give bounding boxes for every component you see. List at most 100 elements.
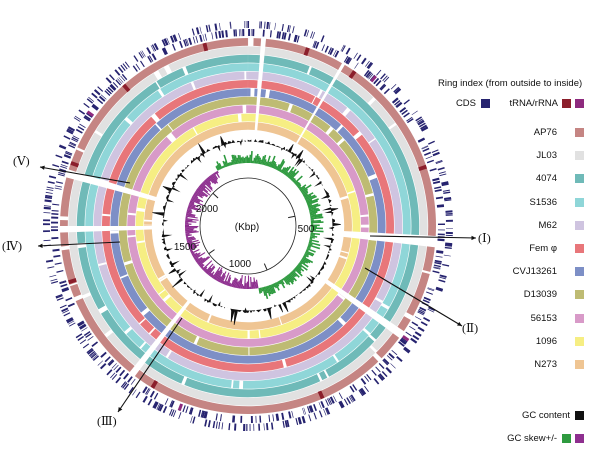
cds-tick bbox=[67, 302, 75, 308]
cds-tick bbox=[284, 420, 288, 428]
gc-skew-positive bbox=[296, 265, 305, 272]
gc-skew-negative bbox=[188, 244, 200, 250]
cds-tick bbox=[67, 320, 75, 325]
cds-tick bbox=[338, 401, 343, 409]
gc-skew-positive bbox=[307, 200, 319, 206]
rrna-mark bbox=[370, 75, 377, 83]
gc-skew-positive bbox=[289, 172, 296, 180]
cds-tick bbox=[371, 369, 377, 376]
cds-tick bbox=[83, 116, 91, 122]
gc-skew-negative bbox=[187, 239, 199, 245]
gc-skew-negative bbox=[202, 181, 206, 186]
gc-skew-positive bbox=[261, 155, 265, 165]
cds-tick bbox=[156, 403, 161, 410]
ring-dropout bbox=[123, 326, 133, 335]
gc-skew-positive bbox=[310, 227, 323, 230]
legend-gc-skew-label: GC skew+/- bbox=[507, 433, 557, 444]
cds-tick bbox=[152, 401, 157, 408]
cds-tick bbox=[443, 191, 451, 195]
cds-tick bbox=[61, 160, 69, 165]
gc-skew-negative bbox=[251, 282, 254, 289]
ring-dropout bbox=[338, 254, 348, 260]
cds-tick bbox=[405, 331, 412, 337]
ring-dropout bbox=[335, 124, 344, 133]
cds-tick bbox=[309, 405, 314, 413]
cds-tick bbox=[398, 341, 405, 347]
gc-skew-positive bbox=[277, 158, 285, 171]
gc-skew-negative bbox=[186, 209, 193, 212]
cds-tick bbox=[208, 24, 211, 32]
cds-tick bbox=[153, 401, 158, 409]
gc-skew-positive bbox=[222, 165, 225, 168]
gc-skew-positive bbox=[267, 285, 272, 295]
gc-skew-negative bbox=[204, 179, 212, 186]
cds-tick bbox=[60, 165, 68, 169]
cds-tick bbox=[368, 73, 374, 80]
cds-tick bbox=[72, 135, 80, 140]
cds-tick bbox=[434, 189, 442, 192]
ring-dropout bbox=[127, 212, 136, 216]
gc-skew-negative bbox=[224, 280, 228, 286]
gc-skew-positive bbox=[215, 165, 219, 171]
cds-tick bbox=[86, 98, 94, 104]
cds-tick bbox=[97, 86, 104, 92]
cds-tick bbox=[406, 116, 413, 122]
ring-dropout bbox=[143, 219, 153, 222]
cds-tick bbox=[124, 61, 130, 68]
cds-tick bbox=[437, 229, 445, 231]
gc-skew-positive bbox=[266, 285, 271, 297]
gc-skew-negative bbox=[209, 271, 215, 277]
cds-tick bbox=[135, 63, 141, 70]
ring-dropout bbox=[374, 296, 384, 304]
cds-tick bbox=[77, 335, 85, 341]
ring-dropout bbox=[102, 213, 111, 217]
cds-tick bbox=[415, 116, 423, 122]
cds-tick bbox=[287, 33, 292, 41]
gc-skew-negative bbox=[205, 178, 212, 185]
cds-tick bbox=[428, 306, 436, 312]
cds-tick bbox=[354, 62, 359, 69]
gc-skew-positive bbox=[293, 179, 297, 183]
gc-skew-positive bbox=[306, 247, 316, 253]
ring-dropout bbox=[332, 354, 340, 363]
cds-tick bbox=[421, 146, 429, 150]
cds-tick bbox=[346, 397, 351, 405]
cds-tick bbox=[67, 126, 76, 132]
cds-tick bbox=[127, 376, 133, 383]
region-label-5: (Ⅴ) bbox=[13, 154, 30, 168]
cds-tick bbox=[423, 297, 431, 301]
cds-tick bbox=[438, 171, 446, 174]
gc-skew-negative bbox=[215, 171, 220, 178]
gc-skew-positive bbox=[230, 161, 233, 166]
cds-tick bbox=[68, 144, 76, 149]
cds-tick bbox=[298, 417, 302, 425]
cds-tick bbox=[288, 25, 291, 33]
gc-skew-negative bbox=[204, 263, 214, 273]
cds-tick bbox=[346, 57, 351, 65]
gc-skew-negative bbox=[229, 283, 232, 287]
cds-tick bbox=[330, 396, 335, 404]
cds-tick bbox=[106, 369, 113, 376]
legend-ring-label: AP76 bbox=[533, 127, 557, 138]
cds-tick bbox=[65, 297, 73, 302]
gc-skew-negative bbox=[245, 283, 247, 289]
cds-tick bbox=[170, 409, 175, 417]
legend-ring-label: 1096 bbox=[535, 335, 557, 347]
ring-dropout bbox=[104, 329, 114, 338]
ring-dropout bbox=[337, 293, 346, 301]
gc-skew-negative bbox=[222, 280, 225, 285]
gc-skew-negative bbox=[189, 249, 193, 252]
gc-skew-negative bbox=[195, 256, 203, 262]
cds-tick bbox=[383, 358, 390, 365]
cds-tick bbox=[432, 151, 440, 157]
island-gap bbox=[64, 168, 158, 202]
trna-mark bbox=[70, 161, 80, 168]
gc-skew-negative bbox=[192, 195, 204, 203]
cds-tick bbox=[401, 109, 408, 116]
cds-tick bbox=[367, 72, 373, 79]
cds-tick bbox=[271, 422, 273, 430]
gc-skew-positive bbox=[297, 264, 302, 269]
region-arrow-4 bbox=[37, 241, 121, 247]
gc-skew-positive bbox=[298, 261, 303, 265]
